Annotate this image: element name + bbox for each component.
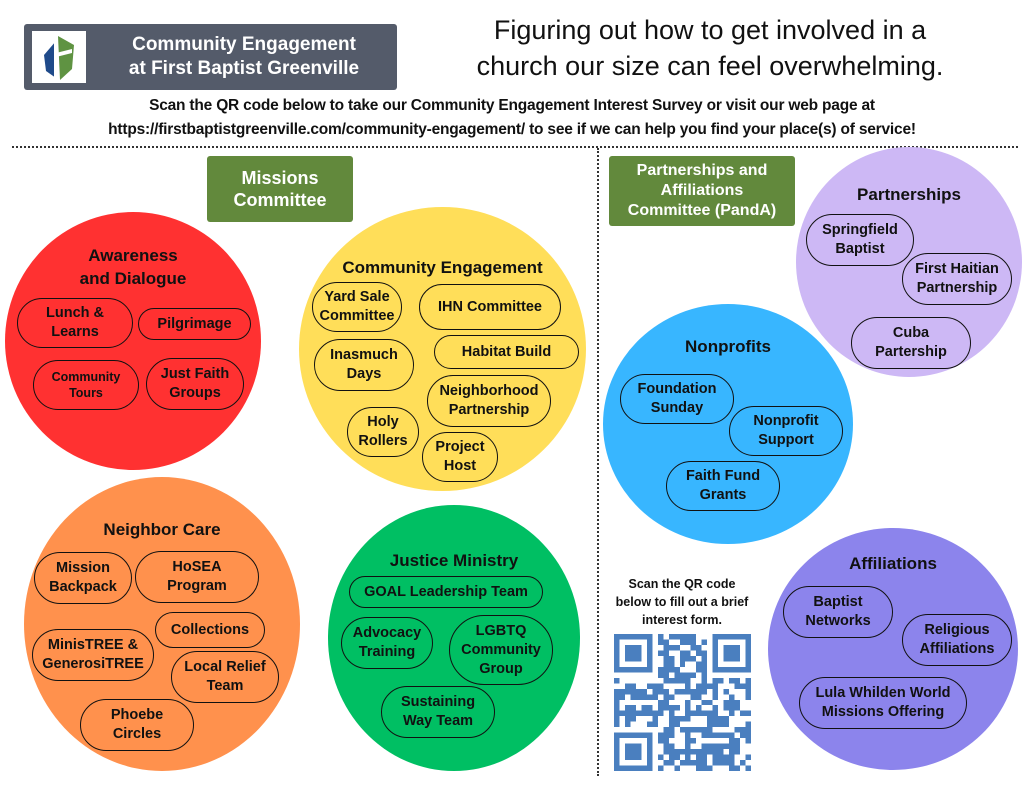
circle-title: Community Engagement — [342, 258, 543, 277]
scan-instructions-line2[interactable]: https://firstbaptistgreenville.com/commu… — [108, 121, 916, 138]
qr-caption: Scan the QR code below to fill out a bri… — [615, 577, 749, 627]
pill-habitat-build[interactable]: Habitat Build — [434, 335, 579, 369]
committee-label-line: Committee — [233, 190, 327, 210]
awareness-and-dialogue-circle: Awareness and Dialogue Lunch &Learns Pil… — [5, 212, 261, 470]
justice-ministry-circle: Justice Ministry GOAL Leadership Team Ad… — [328, 505, 580, 771]
committee-label-line: Missions — [241, 168, 319, 188]
tagline-line: Figuring out how to get involved in a — [493, 15, 927, 45]
circle-title: Partnerships — [857, 185, 961, 204]
vertical-divider — [597, 148, 599, 776]
pill-lunch-and-learns[interactable]: Lunch &Learns — [17, 298, 133, 348]
header-banner: Community Engagement at First Baptist Gr… — [24, 24, 397, 90]
committee-label-line: Affiliations — [660, 182, 744, 199]
horizontal-divider — [12, 146, 1018, 148]
header-title: Community Engagement at First Baptist Gr… — [94, 33, 394, 81]
missions-committee-label: Missions Committee — [207, 156, 353, 222]
circle-title: Neighbor Care — [103, 520, 221, 539]
pill-pilgrimage[interactable]: Pilgrimage — [138, 308, 251, 340]
pill-collections[interactable]: Collections — [155, 612, 265, 648]
scan-instructions-line1: Scan the QR code below to take our Commu… — [149, 97, 875, 114]
qr-code-icon[interactable] — [614, 634, 751, 771]
church-cross-logo-icon — [32, 31, 86, 83]
tagline-line: church our size can feel overwhelming. — [476, 51, 944, 81]
circle-title: Awareness and Dialogue — [79, 246, 187, 288]
circle-title: Justice Ministry — [389, 551, 519, 570]
pill-goal-leadership-team[interactable]: GOAL Leadership Team — [349, 576, 543, 608]
committee-label-line: Committee (PandA) — [627, 202, 777, 219]
tagline: Figuring out how to get involved in a ch… — [430, 12, 990, 84]
pill-ihn-committee[interactable]: IHN Committee — [419, 284, 561, 330]
header-title-line: Community Engagement — [132, 34, 356, 55]
header-title-line: at First Baptist Greenville — [128, 58, 360, 79]
circle-title: Affiliations — [849, 554, 937, 573]
circle-title: Nonprofits — [685, 337, 771, 356]
pill-ministree-generositree[interactable]: MinisTREE &GenerosiTREE — [32, 629, 154, 681]
committee-label-line: Partnerships and — [636, 162, 768, 179]
panda-committee-label: Partnerships and Affiliations Committee … — [609, 156, 795, 226]
